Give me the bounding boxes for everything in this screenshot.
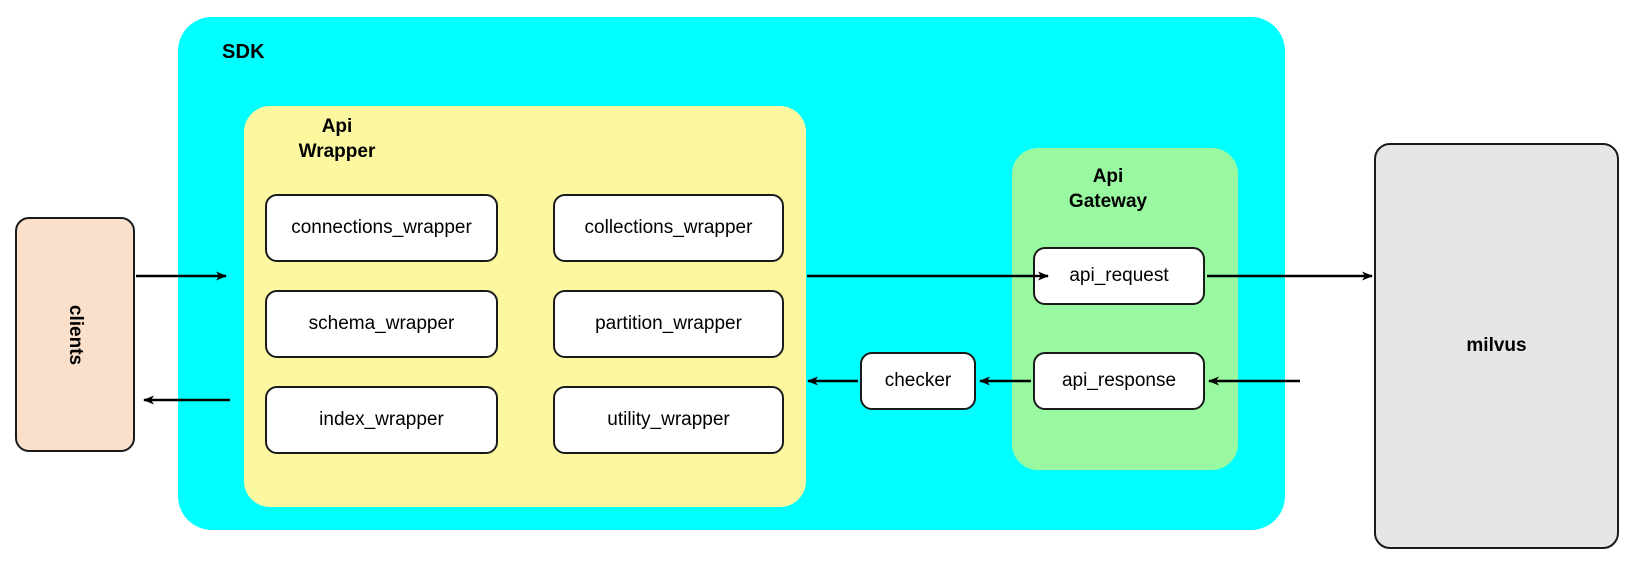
cell-utility-wrapper[interactable]: utility_wrapper [553, 386, 784, 454]
api-wrapper-label-line1: Api [321, 116, 353, 137]
clients-label: clients [64, 304, 86, 365]
cell-schema-wrapper[interactable]: schema_wrapper [265, 290, 498, 358]
cell-api-request[interactable]: api_request [1033, 247, 1205, 305]
cell-api-response[interactable]: api_response [1033, 352, 1205, 410]
clients-box[interactable]: clients [15, 217, 135, 452]
cell-collections-wrapper[interactable]: collections_wrapper [553, 194, 784, 262]
cell-partition-wrapper[interactable]: partition_wrapper [553, 290, 784, 358]
api-wrapper-label-line2: Wrapper [298, 141, 376, 162]
checker-box[interactable]: checker [860, 352, 976, 410]
cell-index-wrapper[interactable]: index_wrapper [265, 386, 498, 454]
api-gateway-label-line2: Gateway [1068, 191, 1148, 212]
api-gateway-label: Api Gateway [1028, 164, 1188, 214]
api-gateway-container [1012, 148, 1238, 470]
milvus-box[interactable]: milvus [1374, 143, 1619, 549]
sdk-label: SDK [222, 41, 265, 63]
api-gateway-label-line1: Api [1092, 166, 1124, 187]
cell-connections-wrapper[interactable]: connections_wrapper [265, 194, 498, 262]
api-wrapper-label: Api Wrapper [262, 114, 412, 164]
